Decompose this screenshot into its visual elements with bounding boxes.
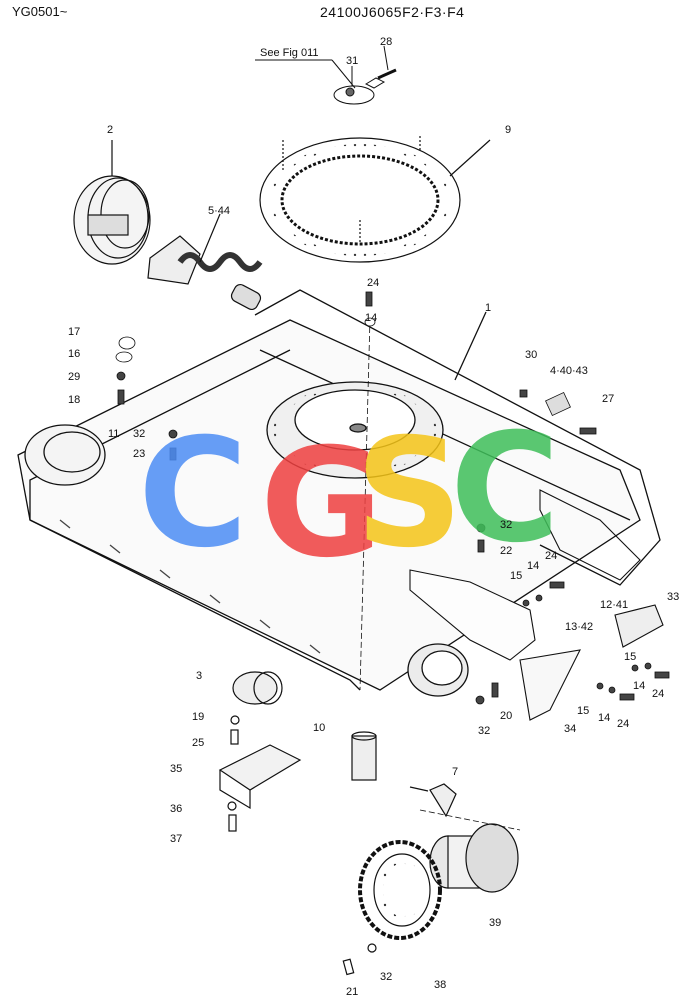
callout-number: 24 [545, 550, 557, 562]
callout-number: 5·44 [208, 205, 230, 217]
watermark-letter: G [260, 417, 383, 591]
idler-wheel [73, 140, 151, 265]
callout-number: 33 [667, 591, 679, 603]
callout-number: 18 [68, 394, 80, 406]
callout-number: 21 [346, 986, 358, 998]
callout-number: 11 [108, 428, 119, 440]
callout-number: 2 [107, 124, 113, 136]
callout-number: 29 [68, 371, 80, 383]
callout-number: 14 [527, 560, 539, 572]
callout-number: 20 [500, 710, 512, 722]
callout-number: 15 [510, 570, 522, 582]
watermark-letter: S [355, 407, 463, 581]
callout-number: 32 [133, 428, 145, 440]
serial-range-label: YG0501~ [12, 4, 68, 19]
callout-number: 39 [489, 917, 501, 929]
callout-number: 34 [564, 723, 576, 735]
callout-number: 32 [380, 971, 392, 983]
callout-number: 13·42 [565, 621, 593, 633]
drive-sprocket [342, 840, 442, 976]
callout-number: 10 [313, 722, 325, 734]
reference-note: See Fig 011 [260, 47, 319, 59]
reference-fig-group [255, 45, 397, 105]
callout-number: 32 [500, 519, 512, 531]
callout-number: 16 [68, 348, 80, 360]
callout-number: 30 [525, 349, 537, 361]
callout-number: 9 [505, 124, 511, 136]
callout-number: 24 [652, 688, 664, 700]
callout-number: 23 [133, 448, 145, 460]
watermark-letter: C [138, 407, 248, 581]
callout-number: 4·40·43 [550, 365, 588, 377]
recoil-spring [147, 213, 263, 311]
callout-number: 24 [367, 277, 379, 289]
callout-number: 14 [633, 680, 645, 692]
callout-number: 35 [170, 763, 182, 775]
fastener-hardware [115, 291, 670, 705]
callout-number: 37 [170, 833, 182, 845]
travel-motor [409, 783, 521, 893]
callout-number: 12·41 [600, 599, 628, 611]
callout-number: 24 [617, 718, 629, 730]
side-covers [409, 489, 664, 721]
callout-number: 7 [452, 766, 458, 778]
callout-number: 25 [192, 737, 204, 749]
callout-number: 15 [624, 651, 636, 663]
callout-number: 36 [170, 803, 182, 815]
callout-number: 22 [500, 545, 512, 557]
callout-number: 38 [434, 979, 446, 991]
callout-number: 32 [478, 725, 490, 737]
callout-number: 14 [365, 312, 377, 324]
callout-number: 31 [346, 55, 358, 67]
callout-number: 3 [196, 670, 202, 682]
watermark-letter: C [450, 402, 560, 576]
callout-number: 19 [192, 711, 204, 723]
lower-roller [230, 671, 283, 745]
swivel-joint [351, 731, 377, 781]
callout-number: 28 [380, 36, 392, 48]
callout-number: 17 [68, 326, 80, 338]
watermark: C G S C [138, 402, 560, 591]
callout-number: 14 [598, 712, 610, 724]
callout-number: 27 [602, 393, 614, 405]
roller-bracket [218, 744, 302, 832]
part-code-label: 24100J6065F2·F3·F4 [320, 4, 465, 20]
callout-number: 1 [485, 302, 491, 314]
swing-bearing-ring [259, 136, 491, 263]
callout-number: 15 [577, 705, 589, 717]
